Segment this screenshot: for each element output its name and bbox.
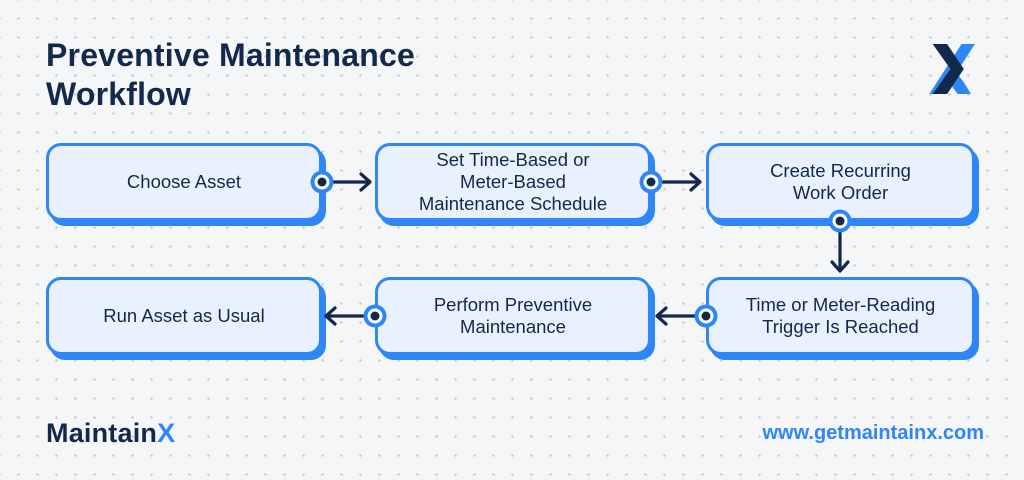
wordmark-text: Maintain: [46, 418, 158, 448]
flow-node-create-work-order: Create Recurring Work Order: [706, 143, 975, 221]
flow-node-run-asset: Run Asset as Usual: [46, 277, 322, 355]
page-title: Preventive Maintenance Workflow: [46, 37, 415, 113]
wordmark-x: X: [157, 418, 176, 448]
maintainx-wordmark: MaintainX: [46, 418, 175, 449]
flow-node-set-schedule: Set Time-Based or Meter-Based Maintenanc…: [375, 143, 651, 221]
flow-node-choose-asset: Choose Asset: [46, 143, 322, 221]
flow-node-perform-maintenance: Perform Preventive Maintenance: [375, 277, 651, 355]
maintainx-logo-icon: [929, 44, 975, 94]
website-url: www.getmaintainx.com: [762, 422, 984, 444]
flow-node-trigger-reached: Time or Meter-Reading Trigger Is Reached: [706, 277, 975, 355]
